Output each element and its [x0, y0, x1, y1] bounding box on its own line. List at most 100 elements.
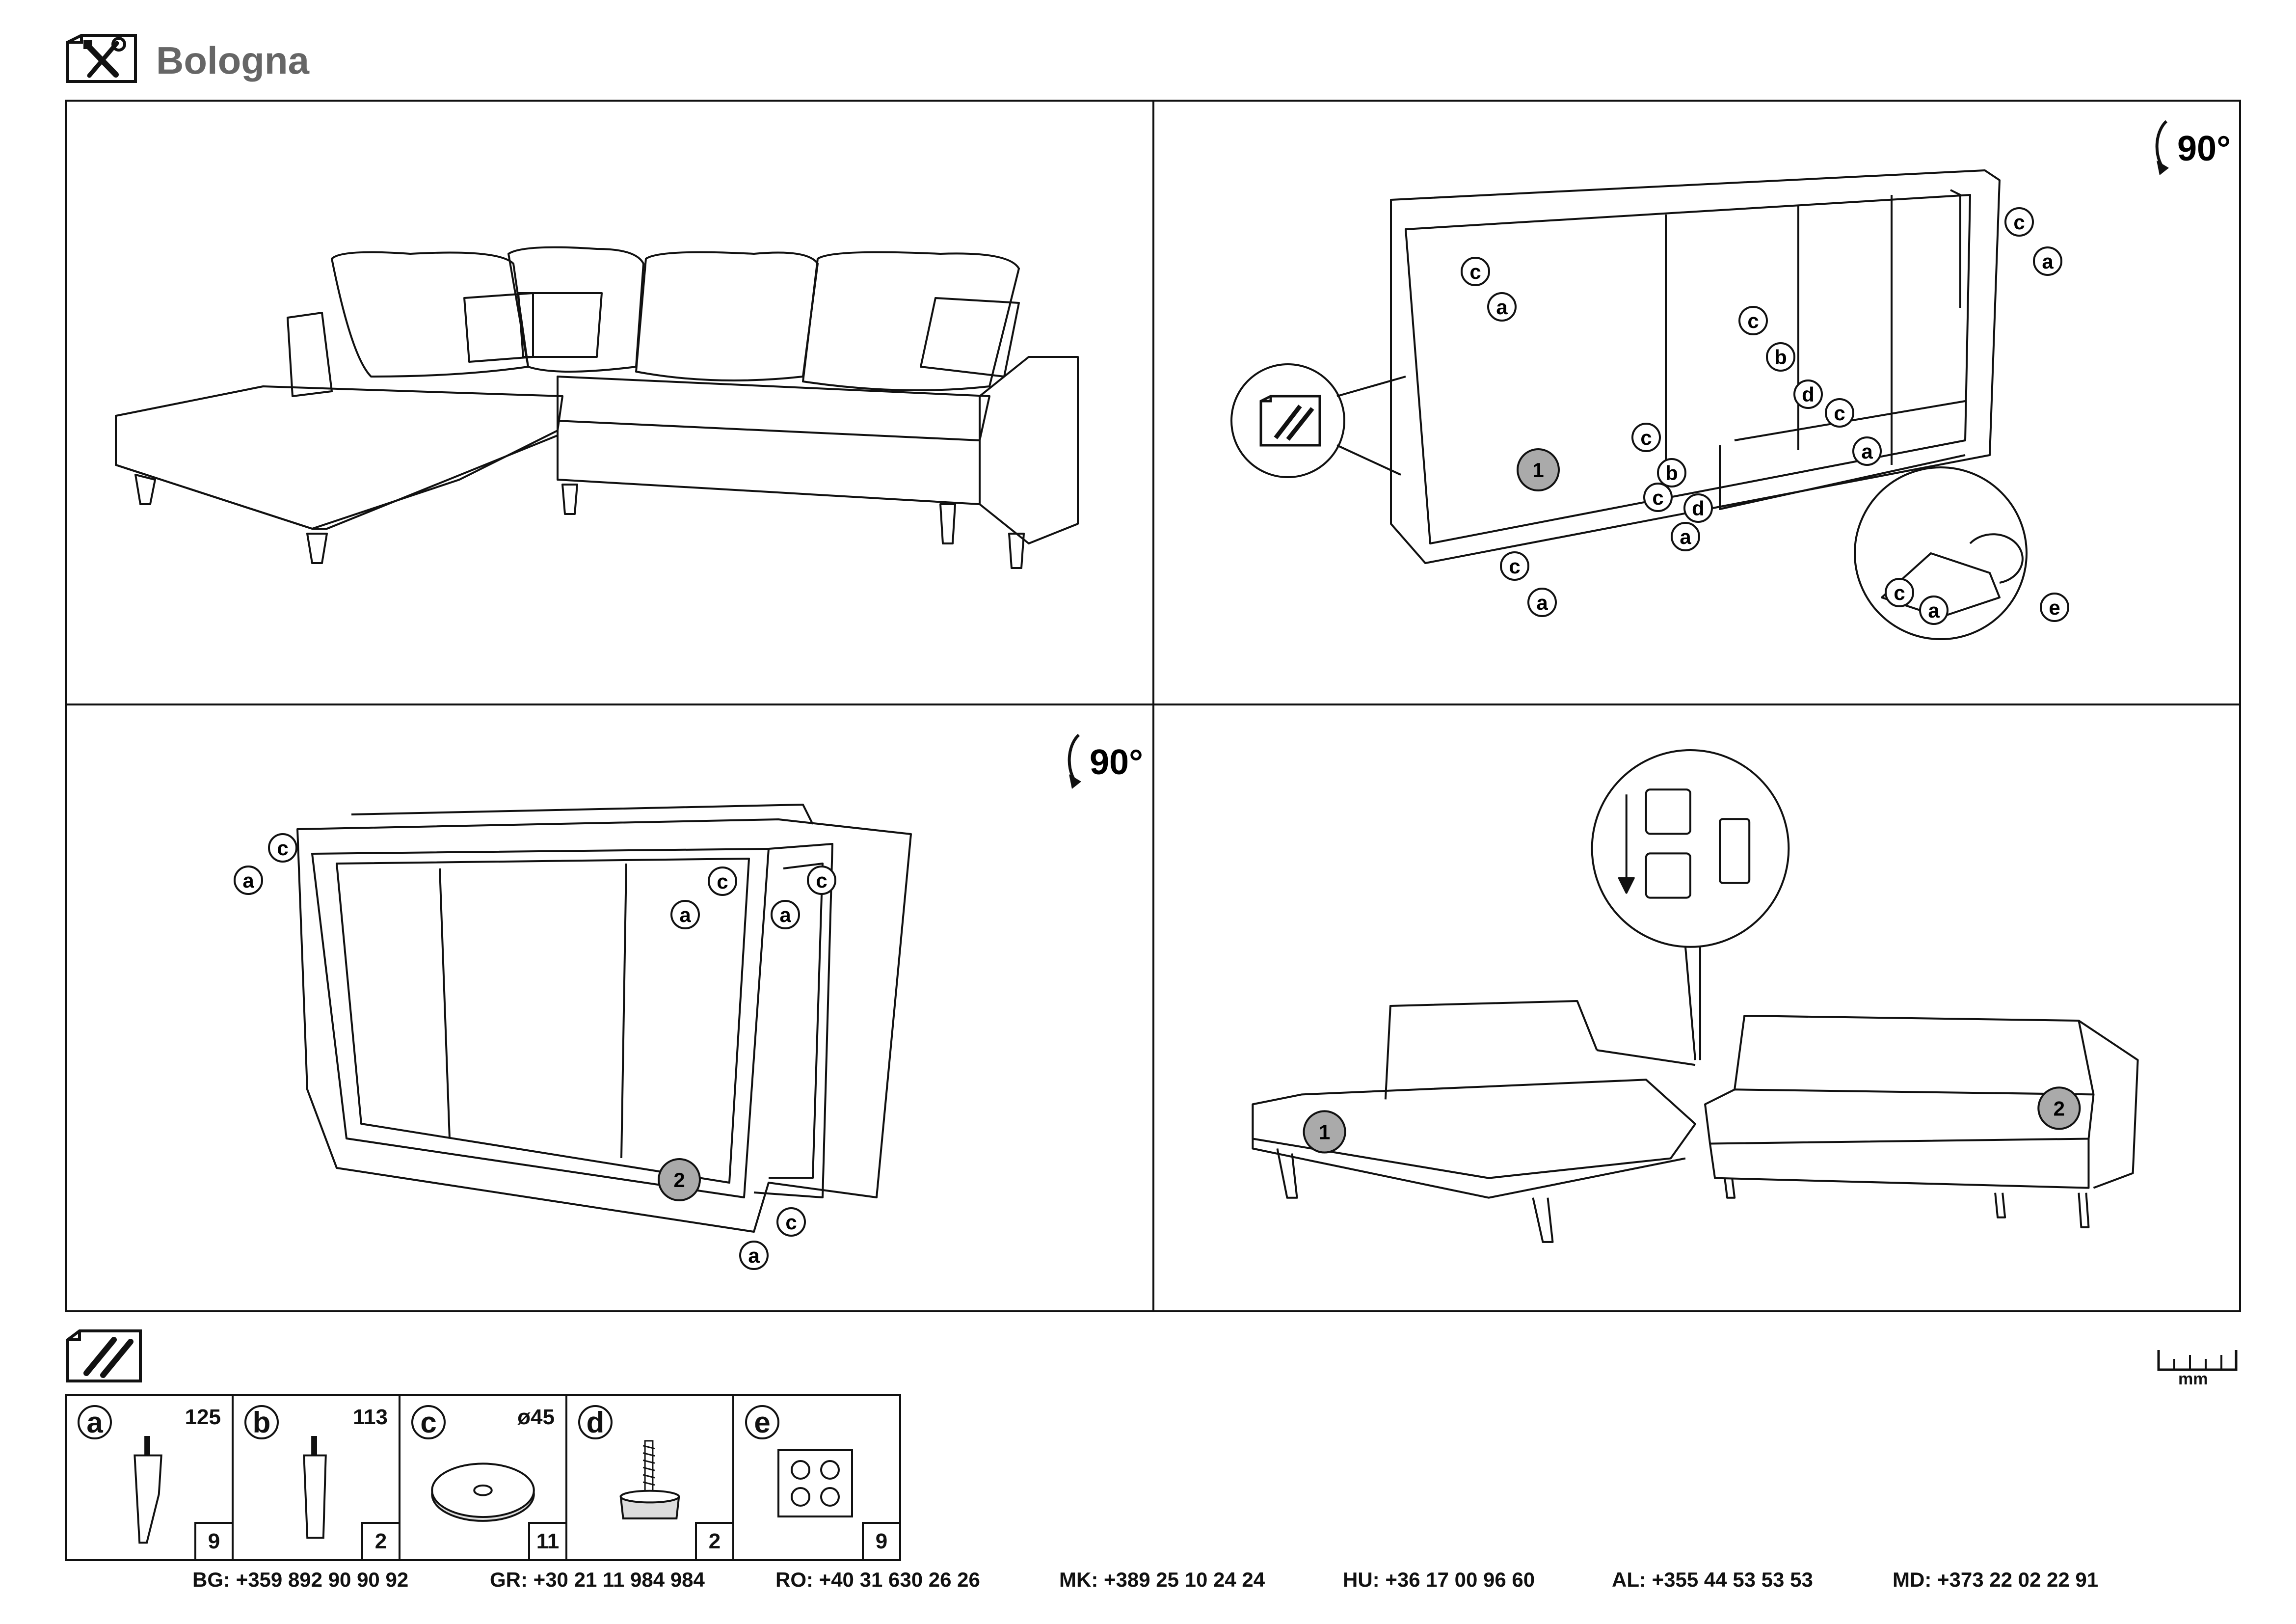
svg-text:c: c	[1652, 486, 1663, 509]
label-a: a	[2033, 246, 2062, 276]
svg-text:2: 2	[673, 1168, 685, 1191]
contact-item: RO: +40 31 630 26 26	[775, 1568, 980, 1591]
part-letter: a	[78, 1405, 112, 1439]
svg-text:e: e	[2049, 596, 2060, 619]
svg-text:c: c	[277, 837, 288, 860]
contacts-footer: BG: +359 892 90 90 92 GR: +30 21 11 984 …	[0, 1568, 2296, 1597]
svg-text:b: b	[1665, 461, 1678, 485]
part-cell-d: d 2	[567, 1396, 734, 1559]
part-quantity: 11	[528, 1522, 565, 1559]
short-leg-icon	[303, 1436, 327, 1539]
step-3-panel: 90° 2 c a c a c a c a	[67, 705, 1154, 1310]
label-a: a	[1527, 588, 1557, 617]
svg-text:b: b	[1774, 346, 1787, 369]
module-1-badge: 1	[1303, 1110, 1346, 1154]
svg-text:d: d	[1692, 497, 1705, 520]
label-e: e	[2040, 593, 2069, 622]
module-2-badge: 2	[658, 1158, 701, 1201]
svg-text:c: c	[1509, 555, 1520, 578]
svg-text:a: a	[748, 1244, 760, 1267]
contact-item: HU: +36 17 00 96 60	[1343, 1568, 1535, 1591]
part-size: ø45	[517, 1405, 555, 1429]
label-c: c	[1885, 578, 1914, 607]
label-a: a	[1487, 292, 1517, 322]
label-c: c	[1825, 398, 1854, 428]
contact-item: BG: +359 892 90 90 92	[192, 1568, 409, 1591]
contact-item: MD: +373 22 02 22 91	[1893, 1568, 2099, 1591]
svg-text:c: c	[1747, 309, 1759, 332]
svg-text:2: 2	[2054, 1097, 2065, 1120]
part-size: 113	[353, 1405, 388, 1429]
label-c: c	[708, 866, 737, 896]
ruler-icon	[2156, 1345, 2239, 1389]
washer-icon	[431, 1462, 535, 1522]
label-a: a	[1852, 436, 1882, 466]
step-2-rotation-label: 90°	[2177, 129, 2231, 168]
svg-text:c: c	[2013, 211, 2025, 234]
assembly-steps: 90° 1 c a c a c b d c a c b d c a c	[65, 100, 2241, 1312]
svg-text:a: a	[1536, 591, 1548, 614]
svg-text:1: 1	[1532, 459, 1544, 482]
svg-text:a: a	[1861, 440, 1873, 463]
label-c: c	[1461, 257, 1490, 286]
part-letter: b	[244, 1405, 279, 1439]
rotation-90-icon: 90°	[2155, 120, 2231, 175]
svg-text:c: c	[1640, 426, 1652, 449]
step-3-rotation-label: 90°	[1090, 743, 1143, 782]
label-c: c	[1738, 306, 1768, 335]
part-quantity: 9	[194, 1522, 232, 1559]
part-quantity: 2	[695, 1522, 732, 1559]
part-size: 125	[185, 1405, 221, 1429]
svg-text:a: a	[2042, 250, 2054, 273]
screws-callout-icon	[1259, 395, 1321, 447]
svg-text:c: c	[1834, 402, 1845, 425]
svg-text:a: a	[1496, 296, 1508, 319]
tools-icon	[65, 32, 138, 84]
felt-pads-icon	[777, 1449, 853, 1517]
label-d: d	[1683, 493, 1713, 523]
label-b: b	[1766, 342, 1795, 372]
part-cell-e: e 9	[734, 1396, 899, 1559]
svg-text:a: a	[242, 869, 254, 892]
svg-text:a: a	[679, 903, 691, 926]
part-cell-b: b 113 2	[234, 1396, 400, 1559]
label-a: a	[1671, 522, 1700, 551]
step-1-panel	[67, 102, 1154, 705]
assembled-sofa-illustration	[115, 246, 1079, 569]
rotation-90-icon: 90°	[1068, 733, 1143, 789]
contact-item: MK: +389 25 10 24 24	[1059, 1568, 1265, 1591]
label-d: d	[1793, 379, 1823, 409]
label-c: c	[1643, 483, 1673, 512]
label-c: c	[776, 1207, 806, 1237]
svg-text:1: 1	[1319, 1120, 1330, 1143]
part-letter: d	[578, 1405, 613, 1439]
svg-text:a: a	[779, 903, 791, 926]
label-c: c	[1631, 423, 1661, 452]
part-quantity: 9	[862, 1522, 899, 1559]
page-title: Bologna	[156, 39, 309, 82]
parts-table: a 125 9 b 113 2 c ø45 11 d	[65, 1394, 901, 1561]
label-c: c	[2004, 207, 2034, 237]
label-c: c	[807, 866, 836, 895]
step-2-panel: 90° 1 c a c a c b d c a c b d c a c	[1154, 102, 2239, 705]
svg-text:c: c	[1894, 581, 1905, 604]
adjustable-foot-icon	[619, 1440, 680, 1519]
part-cell-c: c ø45 11	[400, 1396, 567, 1559]
label-b: b	[1657, 458, 1686, 487]
join-modules-illustration: 1 2	[1252, 749, 2139, 1243]
svg-text:c: c	[1469, 260, 1481, 283]
svg-text:a: a	[1680, 525, 1691, 548]
svg-text:c: c	[717, 870, 728, 893]
part-quantity: 2	[361, 1522, 399, 1559]
svg-text:c: c	[816, 869, 827, 892]
label-a: a	[1919, 595, 1949, 625]
module-2-underside-illustration: 90° 2 c a c a c a c a	[234, 733, 1143, 1270]
contact-item: GR: +30 21 11 984 984	[490, 1568, 705, 1591]
part-cell-a: a 125 9	[67, 1396, 234, 1559]
part-letter: c	[411, 1405, 446, 1439]
label-a: a	[670, 900, 700, 929]
unit-label: mm	[2178, 1370, 2208, 1388]
module-2-badge: 2	[2037, 1086, 2081, 1130]
part-letter: e	[745, 1405, 779, 1439]
tall-leg-icon	[133, 1436, 162, 1544]
